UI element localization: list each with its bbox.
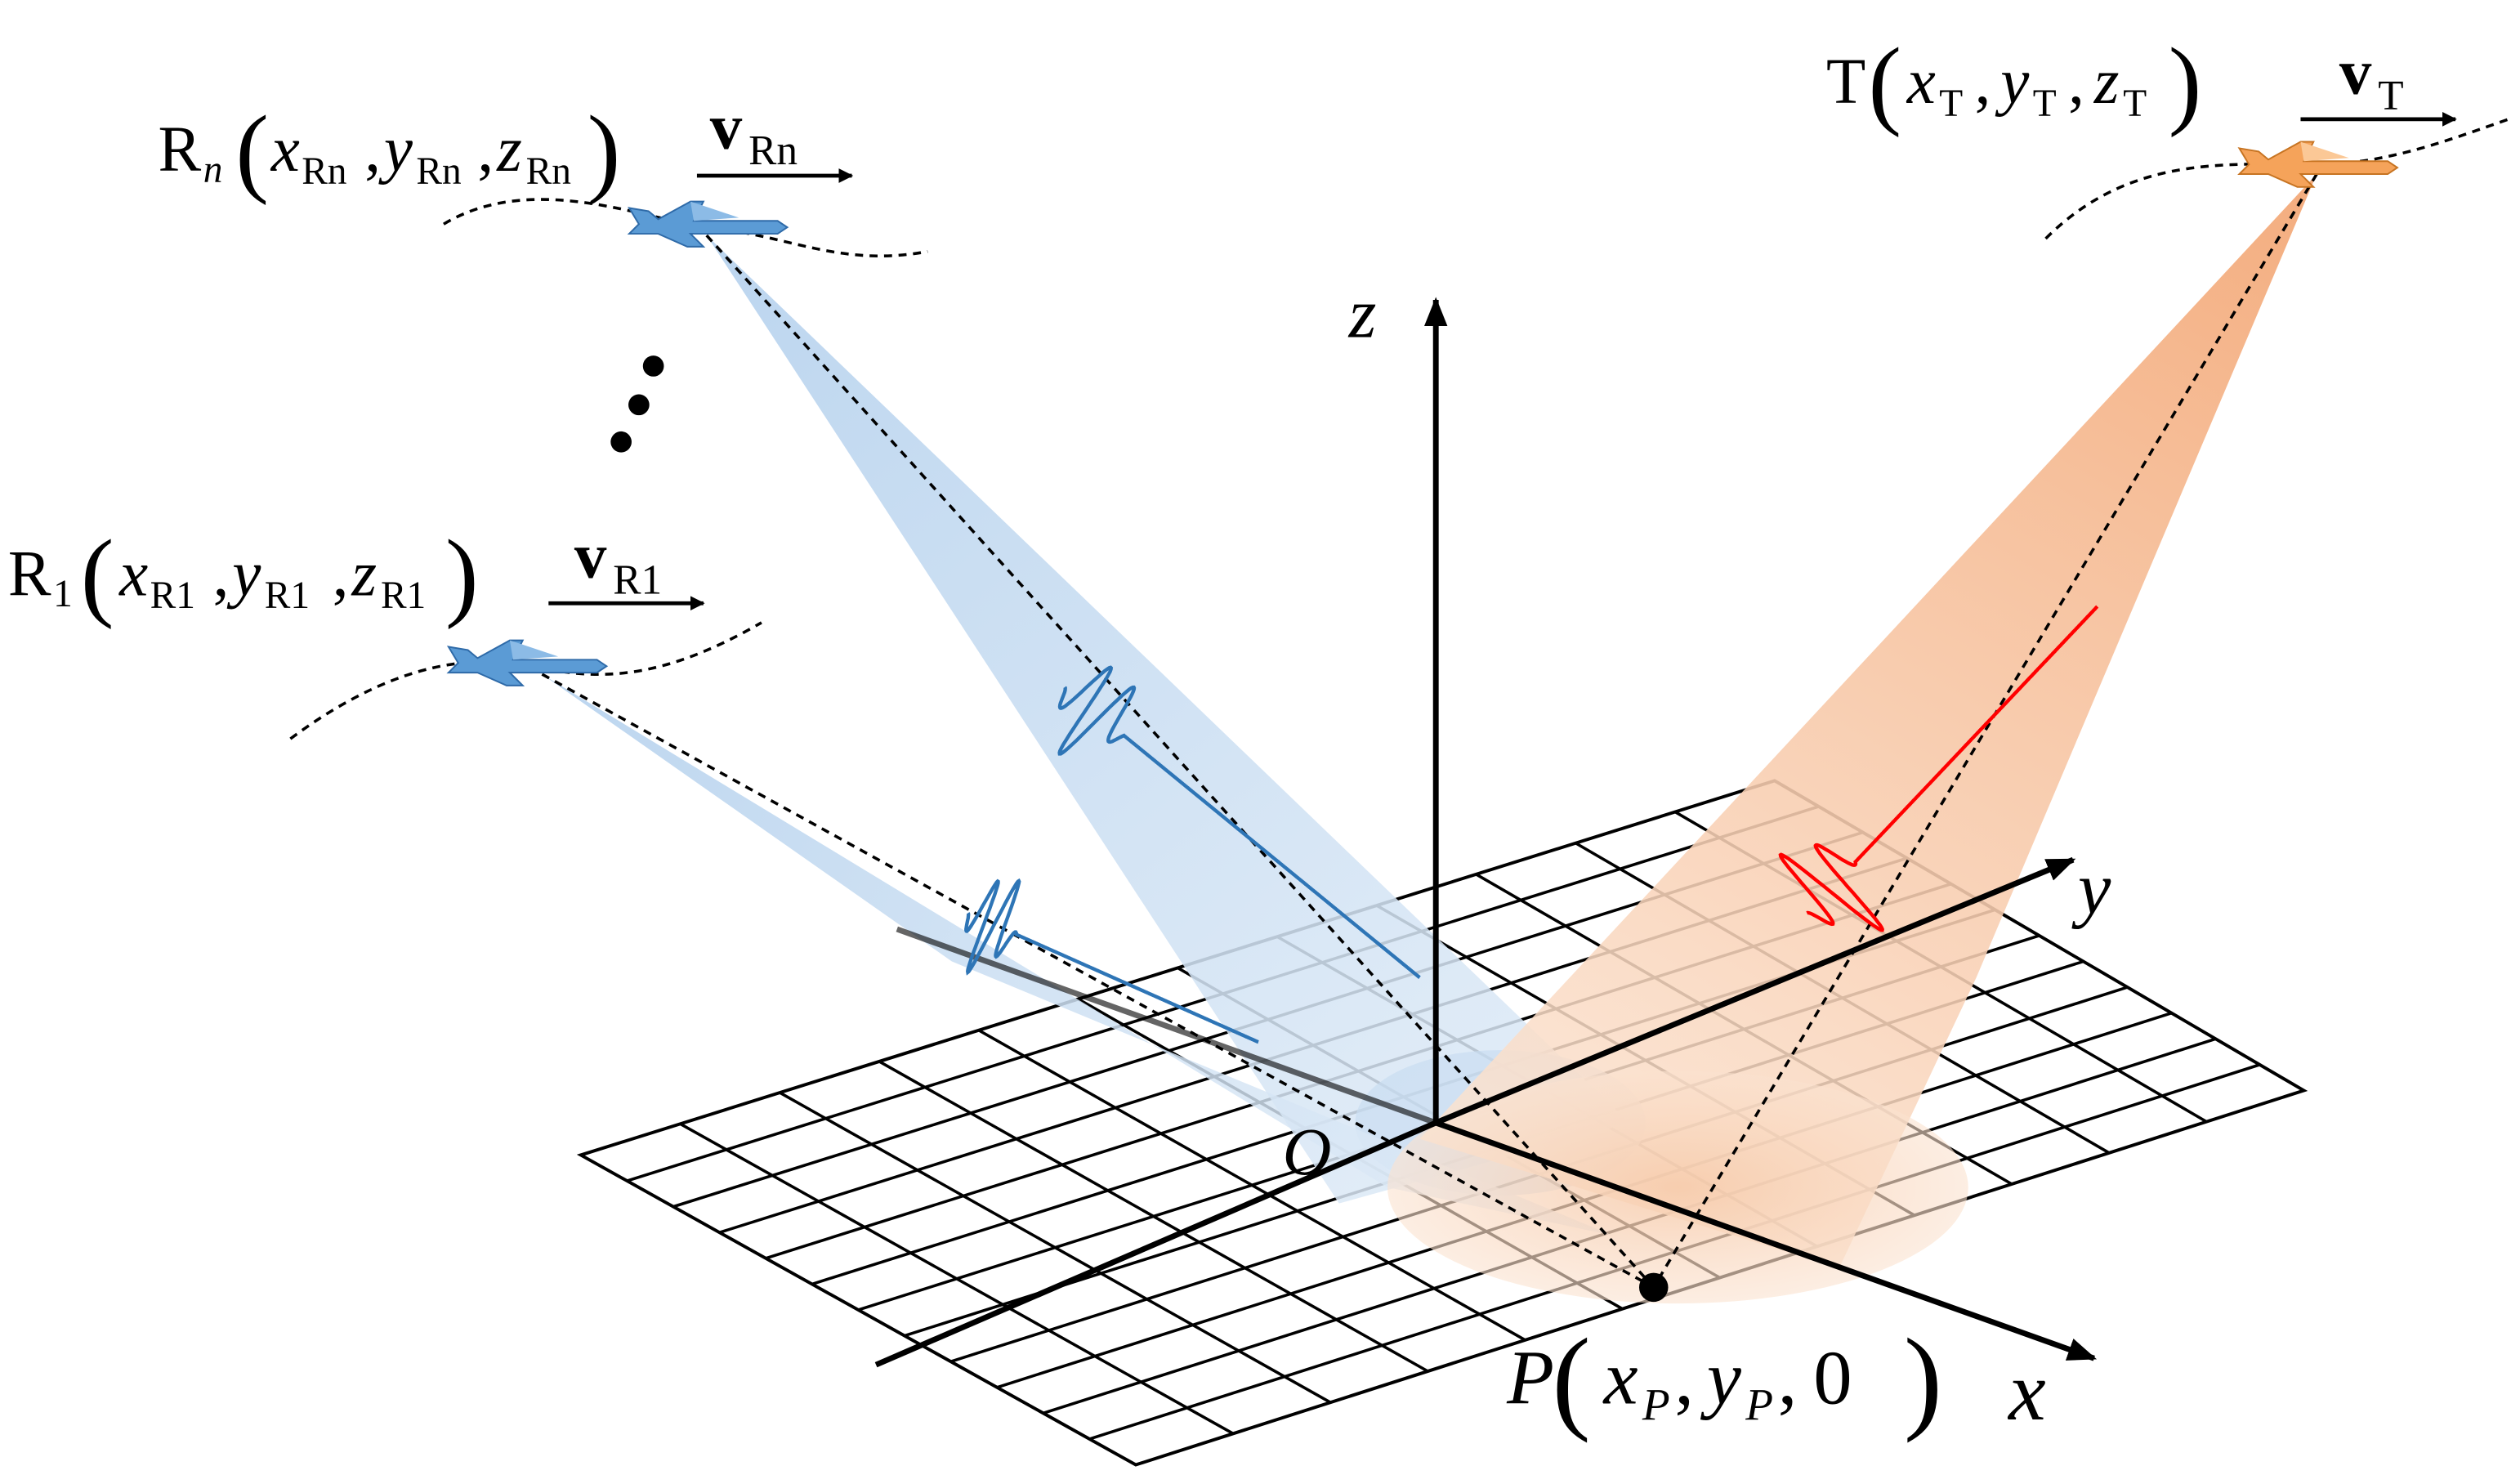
svg-text:R1: R1 (613, 556, 662, 603)
svg-text:Rn: Rn (302, 150, 346, 193)
receiver-n-label: R n ( x Rn , y Rn , z Rn ) (158, 96, 620, 206)
waveform-receiver-n (1057, 665, 1421, 979)
svg-text:R1: R1 (381, 574, 426, 617)
y-axis-label: y (2071, 847, 2111, 929)
svg-text:): ) (445, 520, 479, 630)
transmitter-velocity-label: v T (2339, 37, 2404, 119)
svg-text:Rn: Rn (416, 150, 461, 193)
waveform-transmitter (1778, 605, 2099, 932)
svg-text:z: z (351, 539, 377, 610)
svg-text:,: , (333, 539, 349, 610)
svg-text:P: P (1642, 1379, 1670, 1429)
flight-path-receiver-n (443, 198, 928, 257)
y-axis (1434, 856, 2076, 1126)
origin-label: O (1283, 1114, 1332, 1189)
svg-text:,: , (1674, 1336, 1694, 1421)
svg-text:x: x (118, 539, 148, 610)
svg-text:(: ( (235, 96, 269, 206)
svg-text:R: R (8, 539, 51, 610)
svg-text:(: ( (1552, 1314, 1590, 1443)
transmitter-aircraft-icon (2237, 141, 2399, 188)
target-label: P ( x P , y P , 0 ) (1506, 1314, 1942, 1443)
beam-spot-transmitter (1387, 1071, 1968, 1304)
svg-text:y: y (378, 114, 413, 186)
more-receivers-dots (610, 355, 664, 453)
beam-transmitter (1419, 174, 2317, 1268)
svg-text:R1: R1 (265, 574, 310, 617)
svg-text:z: z (496, 114, 522, 186)
flight-path-receiver-1 (289, 621, 762, 740)
svg-text:R: R (158, 114, 201, 186)
transmitter-label: T ( x T , y T , z T ) (1826, 28, 2201, 138)
svg-text:x: x (1602, 1336, 1638, 1421)
svg-text:T: T (2033, 83, 2057, 125)
svg-text:v: v (2339, 37, 2372, 108)
receiver-1-aircraft-icon (446, 639, 609, 686)
svg-text:,: , (2068, 47, 2084, 118)
svg-text:P: P (1745, 1379, 1773, 1429)
x-axis-negative (874, 1120, 1437, 1368)
z-axis-label: z (1348, 274, 1377, 352)
receiver-n-velocity-label: v Rn (710, 92, 798, 174)
svg-text:): ) (2169, 28, 2202, 138)
svg-text:,: , (213, 539, 230, 610)
svg-text:,: , (477, 114, 494, 186)
coordinate-axes (874, 297, 2098, 1368)
x-axis-label: x (2007, 1346, 2046, 1438)
svg-text:0: 0 (1813, 1336, 1852, 1421)
svg-text:x: x (1906, 47, 1936, 118)
svg-text:1: 1 (53, 573, 73, 615)
svg-text:,: , (1778, 1336, 1798, 1421)
svg-text:y: y (226, 539, 261, 610)
svg-text:Rn: Rn (748, 127, 798, 174)
svg-text:,: , (1975, 47, 1991, 118)
line-of-sight (541, 173, 2318, 1289)
svg-text:v: v (574, 521, 607, 592)
svg-text:(: ( (81, 520, 114, 630)
receiver-1-label: R 1 ( x R1 , y R1 , z R1 ) (8, 520, 479, 630)
svg-text:,: , (364, 114, 381, 186)
svg-text:T: T (1939, 83, 1963, 125)
los-receiver-n (705, 234, 1655, 1289)
svg-text:y: y (1995, 47, 2030, 118)
waveform-receiver-1 (964, 878, 1259, 1044)
svg-text:y: y (1700, 1336, 1742, 1421)
x-axis (1435, 1120, 2098, 1361)
target-point (1638, 1272, 1669, 1303)
los-transmitter (1652, 173, 2318, 1289)
svg-text:n: n (203, 149, 223, 191)
svg-text:T: T (1826, 47, 1865, 118)
svg-text:z: z (2093, 47, 2120, 118)
receiver-n-aircraft-icon (627, 200, 789, 248)
svg-text:T: T (2378, 73, 2403, 119)
svg-text:P: P (1506, 1336, 1554, 1421)
svg-text:x: x (270, 114, 300, 186)
receiver-1-velocity-label: v R1 (574, 521, 662, 604)
svg-text:T: T (2123, 83, 2147, 125)
svg-text:R1: R1 (150, 574, 195, 617)
svg-text:): ) (588, 96, 621, 206)
svg-text:Rn: Rn (526, 150, 571, 193)
svg-text:): ) (1904, 1314, 1942, 1443)
velocity-arrows (548, 112, 2457, 611)
svg-text:(: ( (1868, 28, 1901, 138)
y-axis-negative (896, 926, 1437, 1126)
svg-text:v: v (710, 92, 743, 163)
